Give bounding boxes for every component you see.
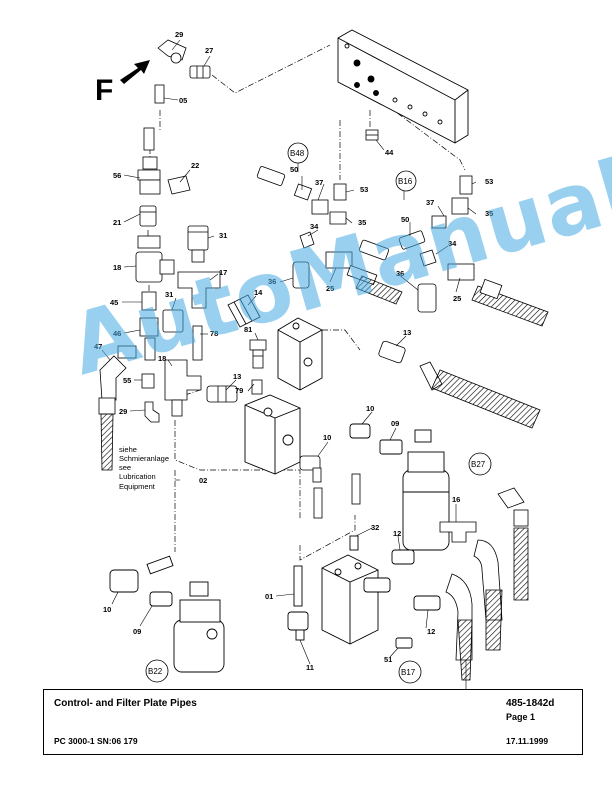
- left-fitting-stack: [99, 127, 191, 423]
- issue-date: 17.11.1999: [506, 736, 549, 746]
- callout-13: 13: [403, 328, 411, 337]
- callout-22: 22: [191, 161, 199, 170]
- callout-78: 78: [210, 329, 218, 338]
- note-line-1: siehe: [119, 445, 137, 454]
- control-plate: [337, 29, 469, 144]
- callout-45: 45: [110, 298, 118, 307]
- callout-25: 25: [453, 294, 461, 303]
- sensor-group-b16: [358, 175, 549, 327]
- callout-50: 50: [401, 215, 409, 224]
- callout-46: 46: [113, 329, 121, 338]
- fittings-10: [299, 455, 361, 519]
- sensor-group-b48: [256, 166, 403, 305]
- component-bubble-labels: B48 B16 B27 B22 B17: [148, 149, 486, 677]
- valve-block-lower: [244, 394, 301, 475]
- plug-44: [365, 129, 379, 141]
- bubble-b22: B22: [148, 667, 163, 676]
- callout-35: 35: [485, 209, 493, 218]
- callout-55: 55: [123, 376, 131, 385]
- callout-31: 31: [165, 290, 173, 299]
- fitting-14: [227, 294, 261, 328]
- callout-79: 79: [235, 386, 243, 395]
- callout-12: 12: [393, 529, 401, 538]
- machine-model: PC 3000-1 SN:06 179: [54, 736, 138, 746]
- note-line-3: see: [119, 463, 131, 472]
- callout-32: 32: [371, 523, 379, 532]
- callout-36: 36: [396, 269, 404, 278]
- bubble-b48: B48: [290, 149, 305, 158]
- callout-44: 44: [385, 148, 394, 157]
- callout-36: 36: [268, 277, 276, 286]
- callout-47: 47: [94, 342, 102, 351]
- callout-37: 37: [315, 178, 323, 187]
- lubrication-note: siehe Schmieranlage see Lubrication Equi…: [119, 445, 169, 491]
- filter-b22: [109, 555, 225, 673]
- fittings-top: [154, 39, 211, 104]
- callout-53: 53: [360, 185, 368, 194]
- callout-16: 16: [452, 495, 460, 504]
- callout-35: 35: [358, 218, 366, 227]
- callout-29: 29: [119, 407, 127, 416]
- filter-b27: [349, 423, 450, 551]
- guide-lines: [147, 44, 466, 561]
- note-line-4: Lubrication: [119, 472, 156, 481]
- callout-29: 29: [175, 30, 183, 39]
- callout-37: 37: [426, 198, 434, 207]
- title-block: Control- and Filter Plate Pipes 485-1842…: [43, 689, 583, 755]
- callout-labels: 29 27 05 56 22 21 18 45 46 47 55 29 31 1…: [94, 30, 493, 672]
- valve-block-bottom: [287, 535, 441, 649]
- callout-27: 27: [205, 46, 213, 55]
- callout-51: 51: [384, 655, 392, 664]
- callout-25: 25: [326, 284, 334, 293]
- view-arrow-letter: F: [95, 74, 113, 107]
- note-line-5: Equipment: [119, 482, 156, 491]
- callout-18: 18: [113, 263, 121, 272]
- callout-18: 18: [158, 354, 166, 363]
- callout-34: 34: [310, 222, 319, 231]
- hose-left: [98, 397, 116, 471]
- callout-31: 31: [219, 231, 227, 240]
- leader-lines: [101, 39, 477, 690]
- note-line-2: Schmieranlage: [119, 454, 169, 463]
- callout-21: 21: [113, 218, 121, 227]
- hose-right-13: [378, 340, 541, 429]
- component-bubbles: [145, 142, 492, 684]
- drawing-title: Control- and Filter Plate Pipes: [54, 698, 197, 709]
- centre-tee-fittings: [162, 225, 221, 417]
- callout-02: 02: [199, 476, 207, 485]
- callout-17: 17: [219, 268, 227, 277]
- callout-10: 10: [103, 605, 111, 614]
- fittings-81-79: [206, 339, 267, 403]
- callout-50: 50: [290, 165, 298, 174]
- callout-56: 56: [113, 171, 121, 180]
- callout-09: 09: [391, 419, 399, 428]
- page-number: Page 1: [506, 712, 536, 722]
- valve-block-upper: [277, 317, 323, 391]
- hoses-right: [439, 487, 529, 681]
- bubble-b27: B27: [471, 460, 486, 469]
- callout-10: 10: [366, 404, 374, 413]
- bubble-b16: B16: [398, 177, 413, 186]
- callout-53: 53: [485, 177, 493, 186]
- callout-12: 12: [427, 627, 435, 636]
- bubble-b17: B17: [401, 668, 416, 677]
- callout-81: 81: [244, 325, 252, 334]
- document-number: 485-1842d: [506, 698, 555, 709]
- callout-14: 14: [254, 288, 263, 297]
- callout-10: 10: [323, 433, 331, 442]
- callout-01: 01: [265, 592, 273, 601]
- callout-11: 11: [306, 663, 314, 672]
- callout-09: 09: [133, 627, 141, 636]
- callout-34: 34: [448, 239, 457, 248]
- view-arrow: [120, 60, 150, 84]
- callout-13: 13: [233, 372, 241, 381]
- callout-05: 05: [179, 96, 187, 105]
